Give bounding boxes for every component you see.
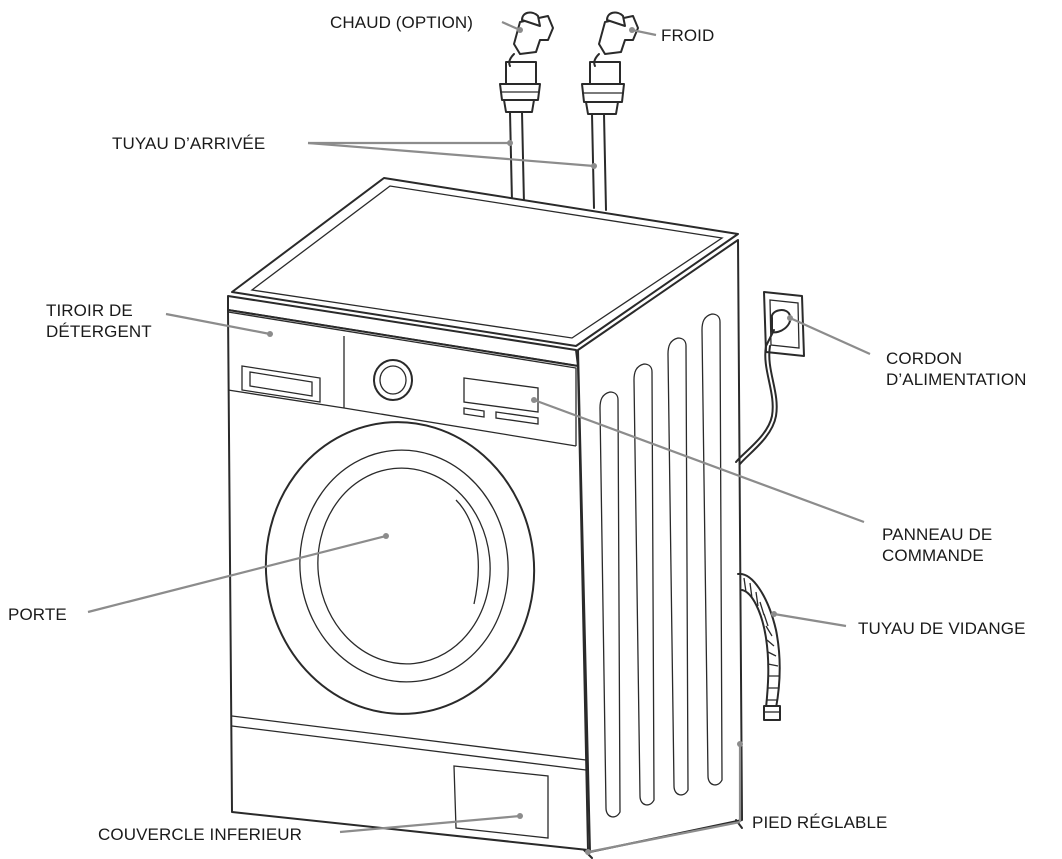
leader-foot-front	[587, 820, 741, 854]
power-cord	[735, 309, 792, 465]
label-inlet-hose: TUYAU D’ARRIVÉE	[112, 134, 266, 153]
label-power-cord: CORDON D’ALIMENTATION	[886, 348, 1027, 390]
label-control-panel-line1: PANNEAU DE	[882, 525, 993, 544]
label-power-cord-line1: CORDON	[886, 349, 963, 368]
leader-inlet-2	[307, 141, 595, 168]
label-hot-tap: CHAUD (OPTION)	[330, 13, 474, 32]
label-bottom-cover: COUVERCLE INFERIEUR	[98, 825, 303, 844]
leader-drawer	[165, 312, 271, 336]
leader-dots	[267, 27, 793, 855]
leader-lines	[87, 20, 871, 854]
label-door: PORTE	[8, 605, 67, 624]
program-knob	[373, 359, 413, 401]
label-drain-hose: TUYAU DE VIDANGE	[858, 619, 1026, 638]
leader-drain-hose	[773, 612, 847, 628]
cold-water-tap	[581, 11, 639, 115]
label-detergent-drawer: TIROIR DE DÉTERGENT	[46, 300, 152, 342]
leader-hot-tap	[501, 20, 521, 32]
leader-power-cord	[789, 316, 871, 356]
label-adjustable-feet: PIED RÉGLABLE	[752, 813, 888, 832]
hot-water-tap	[499, 11, 554, 113]
label-control-panel: PANNEAU DE COMMANDE	[882, 524, 992, 566]
detergent-drawer	[241, 365, 321, 403]
label-control-panel-line2: COMMANDE	[882, 546, 984, 565]
bottom-cover	[453, 765, 549, 839]
door	[264, 421, 536, 715]
label-power-cord-line2: D’ALIMENTATION	[886, 370, 1027, 389]
label-detergent-drawer-line1: TIROIR DE	[46, 301, 133, 320]
label-detergent-drawer-line2: DÉTERGENT	[46, 322, 152, 341]
leader-cold-tap	[631, 28, 657, 37]
inlet-hoses	[509, 111, 607, 211]
label-cold-tap: FROID	[661, 26, 715, 45]
control-display	[463, 377, 539, 425]
leader-control-panel	[533, 398, 865, 524]
leader-bottom-cover	[339, 814, 521, 834]
drain-hose	[737, 572, 781, 721]
leader-door	[87, 534, 387, 614]
